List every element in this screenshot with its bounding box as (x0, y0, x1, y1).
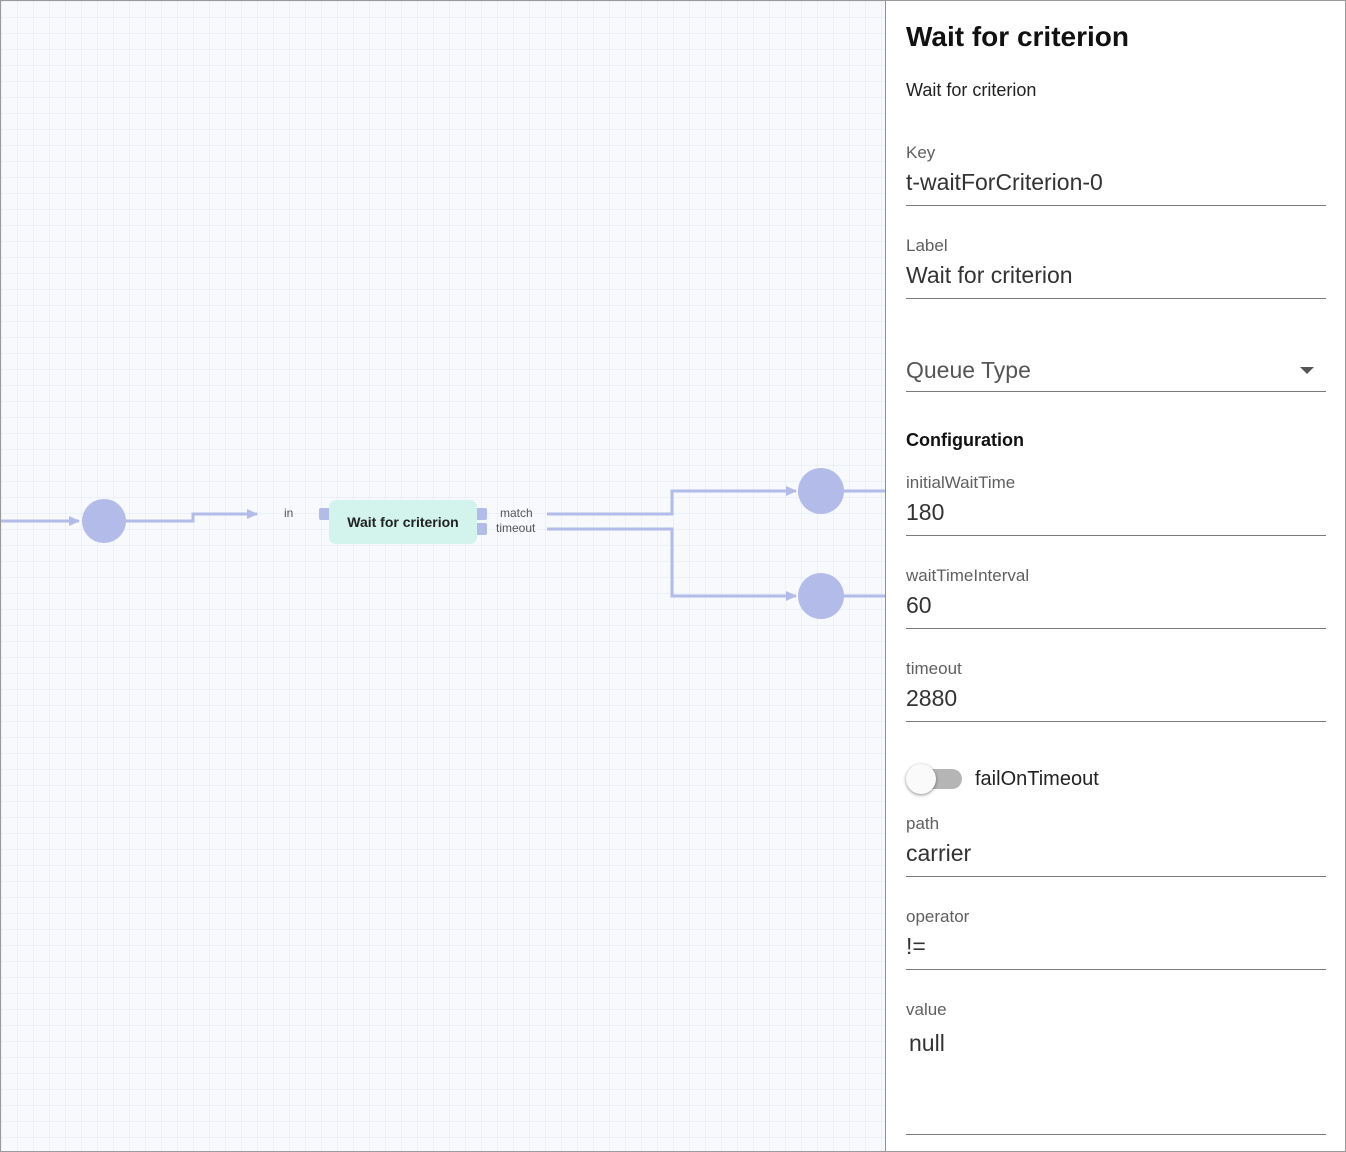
operator-input[interactable] (906, 933, 1326, 960)
match-node-circle[interactable] (798, 468, 844, 514)
timeout-node-circle[interactable] (798, 573, 844, 619)
label-label: Label (906, 236, 948, 255)
queue-type-placeholder: Queue Type (906, 357, 1031, 383)
timeout-field: timeout (906, 659, 1326, 722)
output-port-match[interactable] (475, 508, 487, 520)
flow-diagram[interactable] (1, 1, 885, 1151)
fail-on-timeout-toggle[interactable]: failOnTimeout (906, 763, 1206, 799)
initial-wait-time-input[interactable] (906, 499, 1326, 526)
edge-match (547, 486, 797, 516)
initial-wait-time-label: initialWaitTime (906, 473, 1016, 492)
flow-canvas[interactable]: in Wait for criterion match timeout (1, 1, 885, 1151)
toggle-thumb[interactable] (906, 764, 936, 794)
output-port-timeout-label: timeout (496, 521, 536, 535)
key-input[interactable] (906, 169, 1326, 196)
operator-field: operator (906, 907, 1326, 970)
chevron-down-icon (1300, 367, 1314, 374)
edge-timeout (547, 527, 797, 601)
fail-on-timeout-label: failOnTimeout (975, 768, 1099, 790)
input-port-label: in (284, 506, 294, 520)
input-port[interactable] (319, 508, 331, 520)
queue-type-select[interactable]: Queue Type (906, 351, 1326, 392)
value-field: value null (906, 1000, 1326, 1135)
start-node-circle[interactable] (82, 499, 126, 543)
wait-time-interval-label: waitTimeInterval (906, 566, 1030, 585)
wait-time-interval-input[interactable] (906, 592, 1326, 619)
key-label: Key (906, 143, 936, 162)
edge-start-to-node (126, 509, 258, 523)
panel-title: Wait for criterion (906, 21, 1129, 52)
value-label: value (906, 1000, 947, 1019)
wait-time-interval-field: waitTimeInterval (906, 566, 1326, 629)
path-field: path (906, 814, 1326, 877)
operator-label: operator (906, 907, 970, 926)
path-label: path (906, 814, 940, 833)
wait-for-criterion-node[interactable]: Wait for criterion (329, 500, 477, 544)
label-field: Label (906, 236, 1326, 299)
initial-wait-time-field: initialWaitTime (906, 473, 1326, 536)
timeout-input[interactable] (906, 685, 1326, 712)
configuration-heading: Configuration (906, 430, 1024, 450)
output-port-timeout[interactable] (475, 523, 487, 535)
timeout-label: timeout (906, 659, 962, 678)
value-textarea[interactable]: null (906, 1030, 1326, 1126)
path-input[interactable] (906, 840, 1326, 867)
node-title: Wait for criterion (347, 514, 459, 530)
key-field: Key (906, 143, 1326, 206)
panel-subtitle: Wait for criterion (906, 80, 1037, 100)
properties-panel: Wait for criterion Wait for criterion Ke… (885, 1, 1345, 1151)
output-port-match-label: match (500, 506, 533, 520)
label-input[interactable] (906, 262, 1326, 289)
